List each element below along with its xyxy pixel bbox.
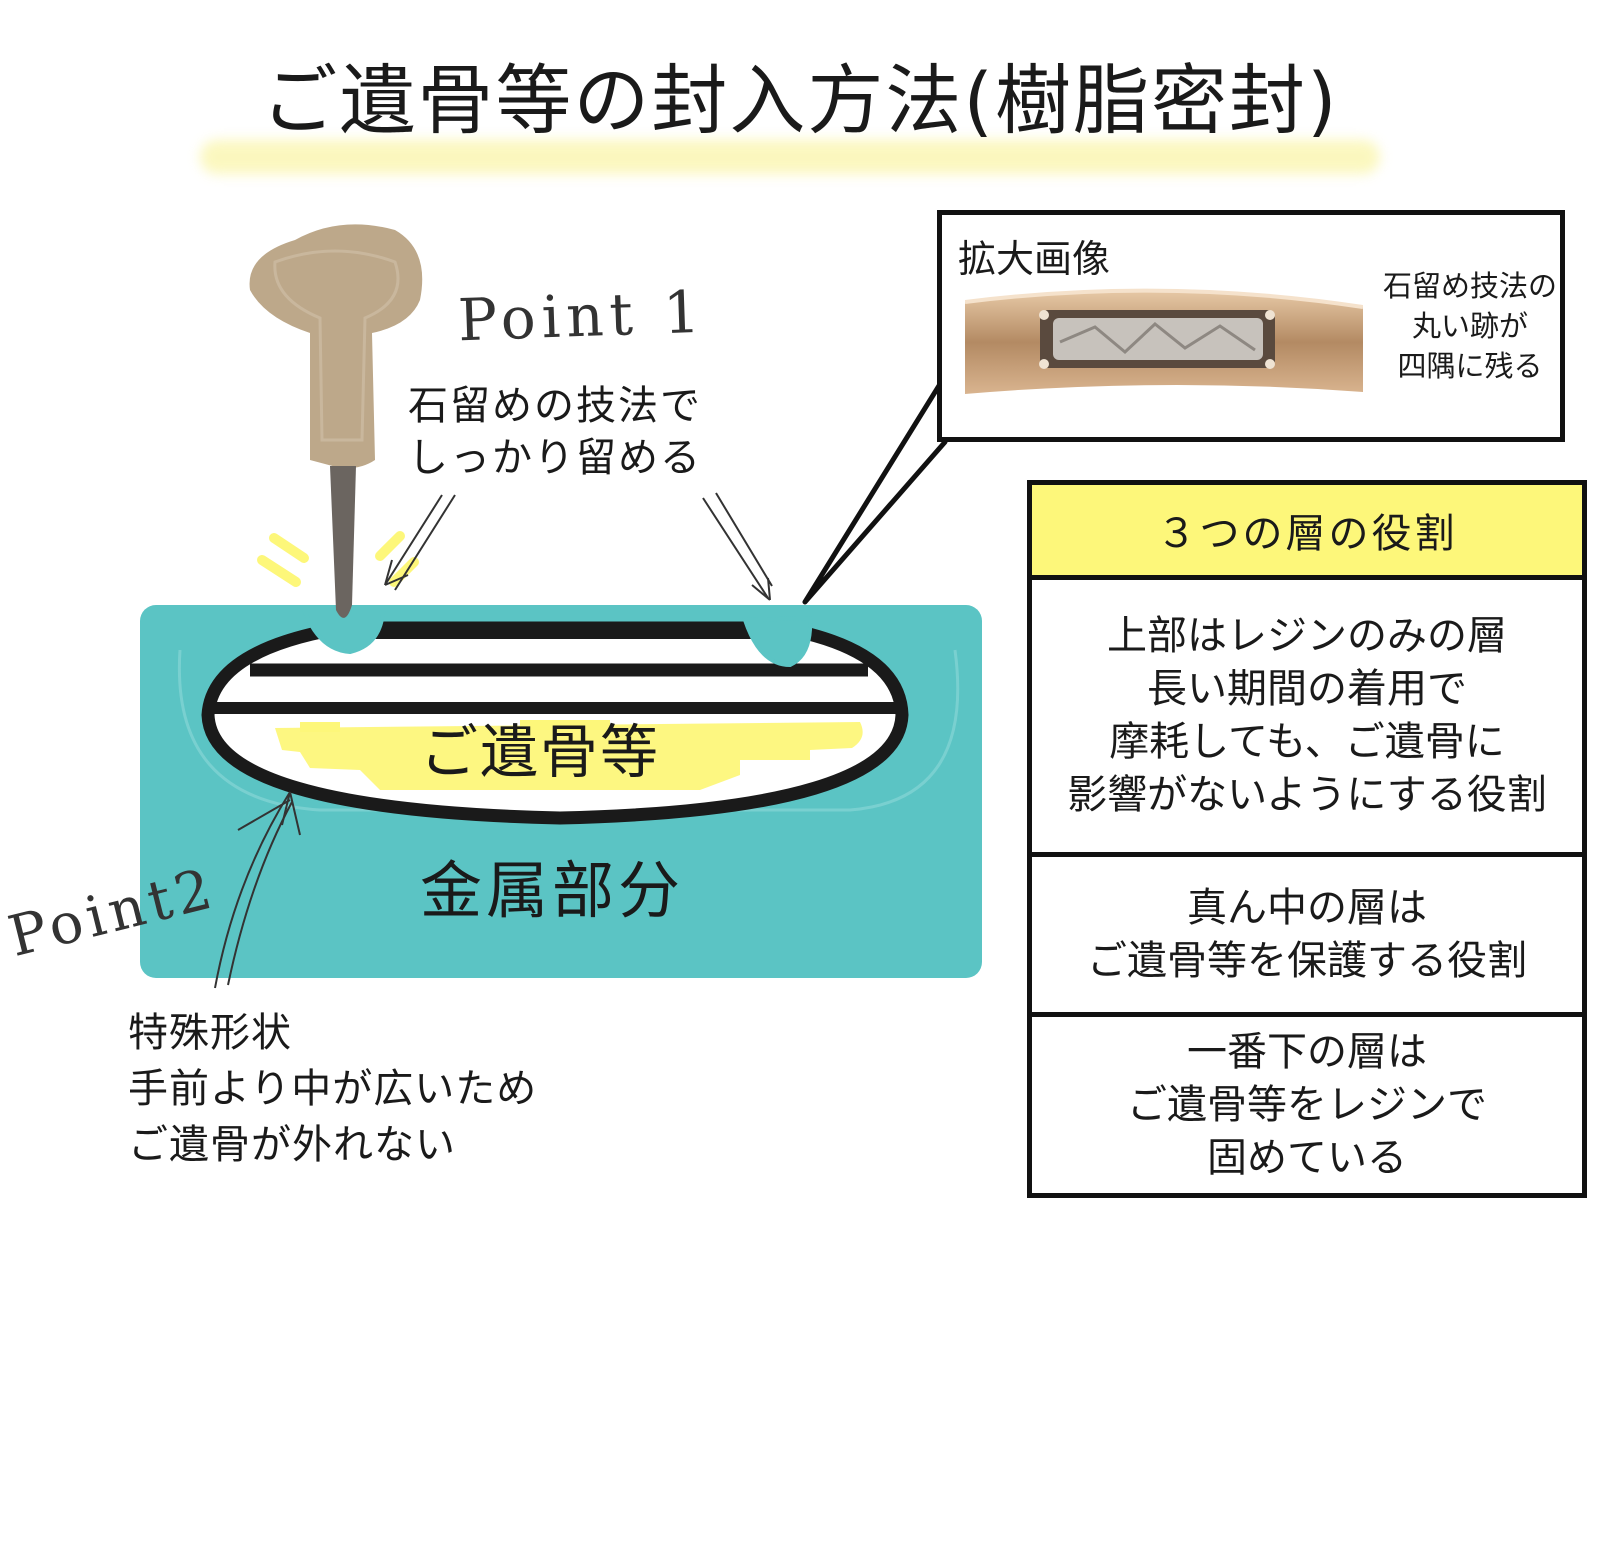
zoom-caption: 石留め技法の 丸い跡が 四隅に残る [1375, 266, 1565, 386]
sparkle-mark [269, 533, 309, 563]
point2-note-line: 手前より中が広いため [128, 1066, 538, 1112]
point1-arrow-right-head [751, 577, 771, 601]
roles-row-top-line: 上部はレジンのみの層 [1106, 613, 1507, 659]
roles-row-bottom-line: 固めている [1207, 1134, 1407, 1181]
page-title: ご遺骨等の封入方法(樹脂密封) [261, 56, 1339, 145]
prong-mark [1265, 310, 1275, 320]
roles-row-top: 上部はレジンのみの層 長い期間の着用で 摩耗しても、ご遺骨に 影響がないようにす… [1032, 575, 1582, 852]
ring-edge [965, 288, 1363, 309]
roles-row-middle: 真ん中の層は ご遺骨等を保護する役割 [1032, 852, 1582, 1012]
title-highlight [200, 140, 1380, 174]
point1-arrow-left-head [384, 559, 409, 586]
sparkle-mark [257, 555, 301, 587]
point2-arrow-tail [237, 799, 291, 831]
ash-inlay [1053, 318, 1263, 360]
zoom-caption-line: 石留め技法の [1382, 269, 1557, 303]
layer-roles-table: ３つの層の役割 上部はレジンのみの層 長い期間の着用で 摩耗しても、ご遺骨に 影… [1027, 480, 1587, 1198]
metal-label: 金属部分 [420, 854, 685, 927]
roles-row-top-line: 摩耗しても、ご遺骨に [1109, 719, 1505, 765]
point1-arrow-right [702, 492, 773, 599]
point1-arrow-left [384, 494, 456, 591]
roles-row-bottom-line: ご遺骨等をレジンで [1127, 1081, 1487, 1128]
bones-layer [275, 722, 863, 790]
roles-row-bottom: 一番下の層は ご遺骨等をレジンで 固めている [1032, 1012, 1582, 1193]
point1-note: 石留めの技法で しっかり留める [408, 380, 702, 484]
zoom-title: 拡大画像 [958, 237, 1111, 281]
point2-note-line: ご遺骨が外れない [128, 1122, 456, 1168]
zoom-caption-line: 四隅に残る [1397, 349, 1543, 383]
tool-handle [249, 224, 423, 469]
left-prong [302, 610, 386, 655]
ash-texture [1059, 322, 1256, 354]
zoom-pointer [802, 373, 948, 605]
point2-note-line: 特殊形状 [128, 1010, 292, 1056]
right-prong [742, 615, 813, 668]
roles-header: ３つの層の役割 [1032, 485, 1582, 575]
sparkle-mark [375, 531, 405, 561]
point2-arrow-head [281, 791, 301, 836]
metal-inner-contour [177, 649, 960, 812]
prong-mark [1265, 359, 1275, 369]
point2-note: 特殊形状 手前より中が広いため ご遺骨が外れない [128, 1005, 537, 1173]
bones-fleck [520, 720, 610, 730]
tool-shaft [330, 466, 356, 618]
roles-row-top-line: 長い期間の着用で [1146, 666, 1467, 712]
tool-handle-inner [273, 249, 400, 442]
bones-label: ご遺骨等 [420, 718, 661, 786]
roles-row-bottom-line: 一番下の層は [1187, 1028, 1427, 1075]
zoom-caption-line: 丸い跡が [1411, 309, 1528, 343]
prong-mark [1039, 359, 1049, 369]
roles-row-middle-line: 真ん中の層は [1187, 884, 1427, 931]
point1-note-line: しっかり留める [408, 435, 702, 481]
point1-label: Point 1 [456, 277, 708, 355]
prong-mark [1039, 310, 1049, 320]
zoom-photo [965, 288, 1363, 394]
point1-note-line: 石留めの技法で [408, 383, 702, 429]
roles-row-top-line: 影響がないようにする役割 [1067, 772, 1547, 818]
bones-fleck [300, 722, 340, 732]
roles-row-middle-line: ご遺骨等を保護する役割 [1087, 937, 1527, 984]
